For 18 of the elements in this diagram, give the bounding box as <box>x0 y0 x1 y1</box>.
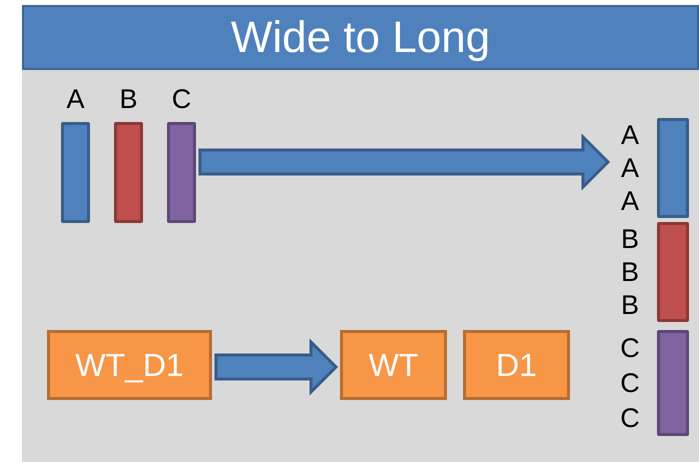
row-label: A <box>620 153 640 183</box>
row-label: B <box>620 224 640 254</box>
column-label: B <box>118 84 138 114</box>
row-label: A <box>620 120 640 150</box>
process-box: WT_D1 <box>47 330 212 400</box>
row-label: B <box>620 290 640 320</box>
block-arrow <box>198 133 610 191</box>
process-box: D1 <box>463 330 570 400</box>
column-label: A <box>65 84 86 114</box>
row-label: B <box>620 257 640 287</box>
column-label: C <box>170 84 192 114</box>
block-arrow <box>214 338 338 396</box>
row-label: C <box>619 332 641 363</box>
title-banner: Wide to Long <box>22 5 699 70</box>
row-label: C <box>619 368 641 398</box>
row-label: A <box>620 186 640 216</box>
row-label: C <box>619 403 641 434</box>
process-box: WT <box>340 330 447 400</box>
